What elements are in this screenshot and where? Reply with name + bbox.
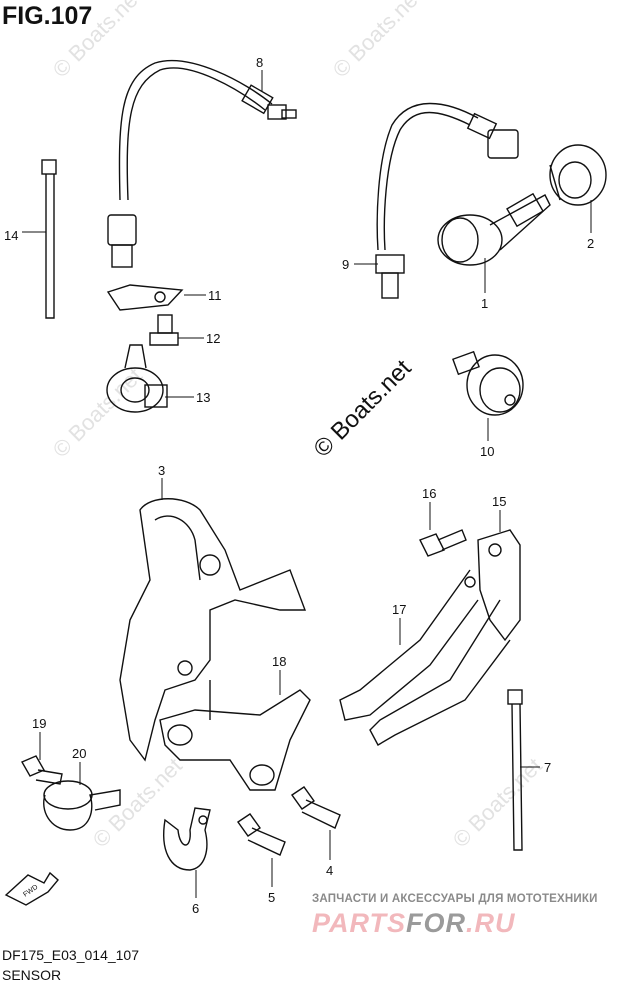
shop-logo-part3: .RU	[466, 908, 516, 938]
fwd-label: FWD	[22, 884, 39, 899]
callout-2: 2	[587, 236, 594, 251]
part-11-plate[interactable]	[106, 284, 184, 311]
callout-14: 14	[4, 228, 18, 243]
callout-7: 7	[544, 760, 551, 775]
part-19-bolt[interactable]	[21, 755, 63, 785]
part-10-switch[interactable]	[452, 350, 524, 416]
leader-lines	[22, 70, 592, 898]
callout-8: 8	[256, 55, 263, 70]
callout-12: 12	[206, 331, 220, 346]
part-6-clamp[interactable]	[163, 807, 211, 871]
callout-15: 15	[492, 494, 506, 509]
callout-17: 17	[392, 602, 406, 617]
model-code: DF175_E03_014_107	[2, 947, 140, 963]
part-9-sensor[interactable]	[375, 102, 519, 299]
part-2-grommet[interactable]	[549, 144, 607, 206]
section-title: SENSOR	[2, 967, 62, 983]
part-15-bracket[interactable]	[477, 529, 521, 642]
part-18-plate[interactable]	[159, 689, 311, 791]
shop-logo-part2: FOR	[406, 908, 467, 938]
part-3-bracket[interactable]	[119, 498, 307, 762]
callout-6: 6	[192, 901, 199, 916]
part-14-cable-tie[interactable]	[41, 159, 57, 319]
callout-11: 11	[208, 288, 222, 303]
part-17-strap[interactable]	[339, 569, 511, 746]
callout-1: 1	[481, 296, 488, 311]
figure-label: FIG.107	[2, 2, 93, 30]
callout-4: 4	[326, 863, 333, 878]
fwd-arrow-icon	[4, 871, 59, 906]
part-5-bolt[interactable]	[237, 813, 286, 856]
callout-13: 13	[196, 390, 210, 405]
callout-20: 20	[72, 746, 86, 761]
part-7-cable-tie[interactable]	[507, 689, 523, 851]
shop-tagline: ЗАПЧАСТИ И АКСЕССУАРЫ ДЛЯ МОТОТЕХНИКИ	[312, 893, 598, 905]
callout-18: 18	[272, 654, 286, 669]
callout-9: 9	[342, 257, 349, 272]
part-16-bolt[interactable]	[419, 529, 467, 557]
callout-5: 5	[268, 890, 275, 905]
shop-logo[interactable]: PARTSFOR.RU	[312, 908, 516, 939]
part-8-sensor[interactable]	[107, 59, 297, 268]
callout-3: 3	[158, 463, 165, 478]
callout-10: 10	[480, 444, 494, 459]
part-12-bolt[interactable]	[149, 314, 179, 346]
callout-19: 19	[32, 716, 46, 731]
part-13-clamp[interactable]	[106, 344, 168, 413]
callout-16: 16	[422, 486, 436, 501]
part-1-sensor[interactable]	[437, 192, 551, 266]
shop-logo-part1: PARTS	[312, 908, 407, 938]
part-20-clamp[interactable]	[43, 780, 121, 831]
part-4-bolt[interactable]	[291, 786, 341, 829]
